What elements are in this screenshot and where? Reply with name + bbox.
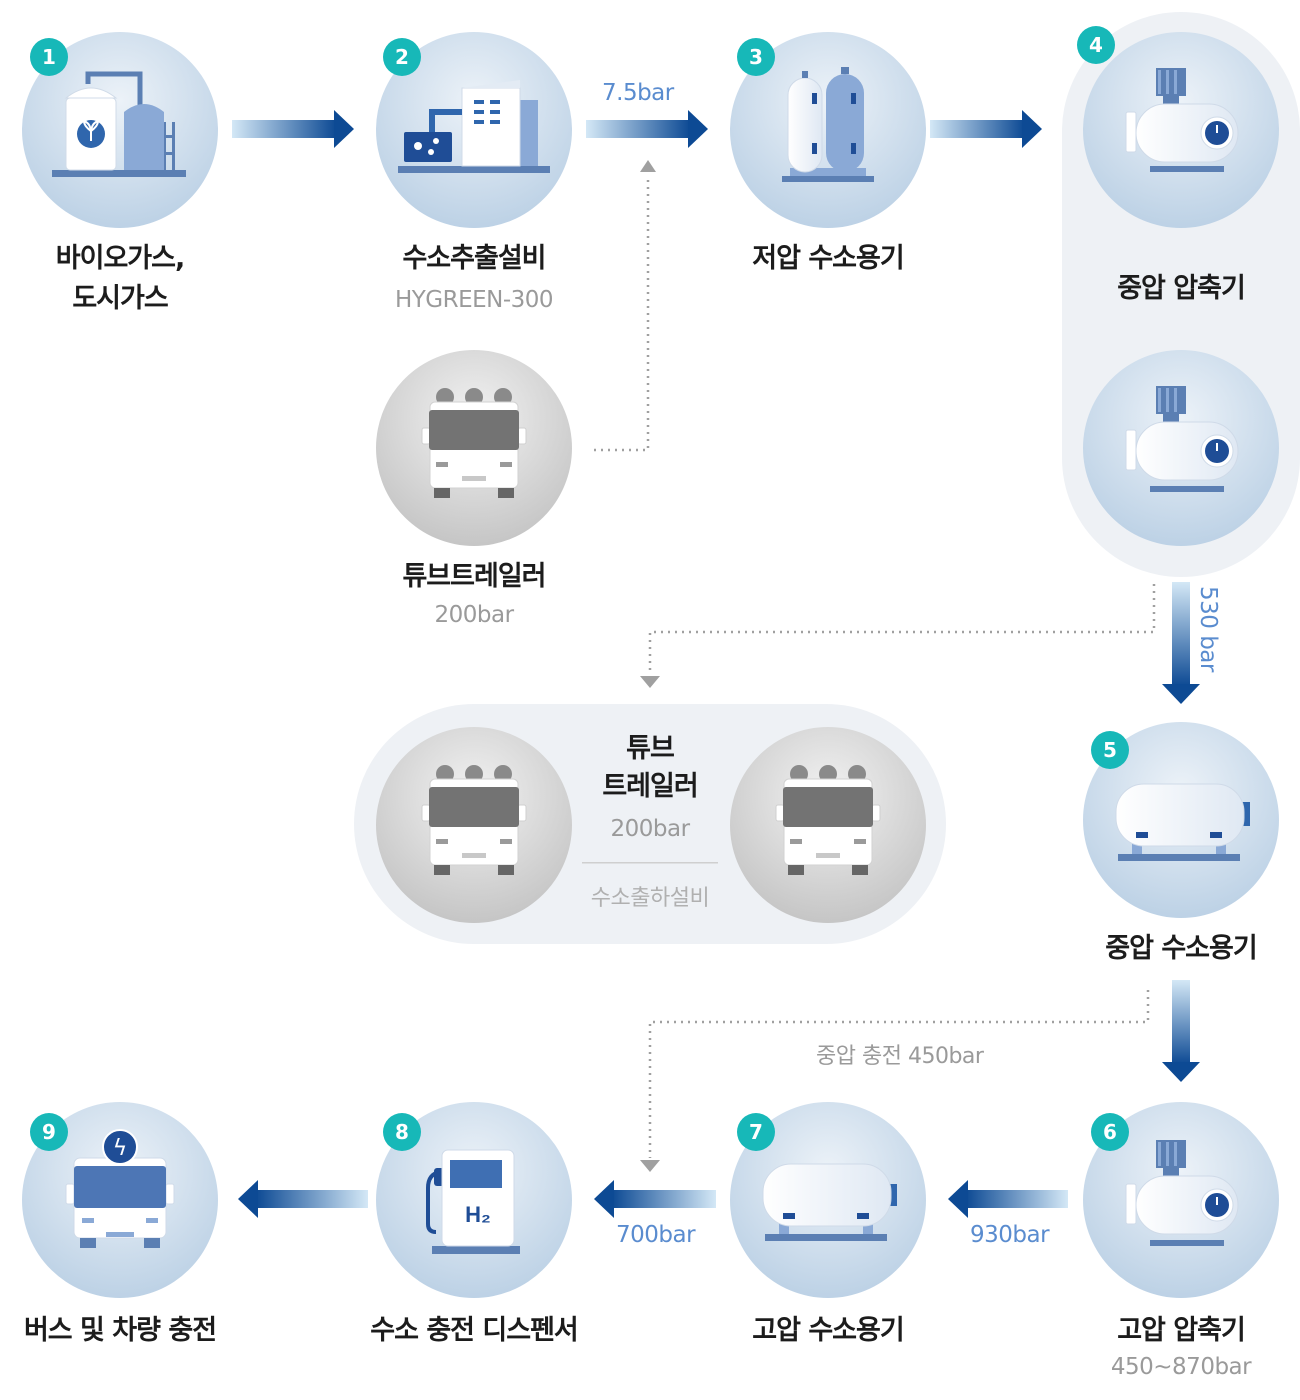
step-2-node	[376, 32, 572, 228]
shipping-trailer-right	[730, 727, 926, 923]
pressure-930-label: 930bar	[970, 1222, 1050, 1248]
step-badge-1: 1	[30, 38, 68, 76]
dotted-trailer-to-3	[594, 176, 650, 452]
shipping-caption: 수소출하설비	[590, 886, 710, 911]
compressor-icon	[1125, 386, 1239, 492]
step-badge-5: 5	[1091, 731, 1129, 769]
shipping-divider	[582, 862, 718, 864]
bolt-glyph: ϟ	[113, 1136, 128, 1161]
step-9-node	[22, 1102, 218, 1298]
low-pressure-tanks-icon	[782, 67, 874, 182]
shipping-title-line1: 튜브	[626, 733, 675, 764]
dotted-arrowhead-up	[640, 160, 656, 172]
compressor-icon	[1125, 1140, 1239, 1246]
step-6-pressure: 450~870bar	[1110, 1354, 1252, 1380]
truck-icon	[775, 765, 881, 875]
step-2-label: 수소추출설비	[402, 243, 546, 274]
compressor-icon	[1125, 68, 1239, 172]
step-4-node-bottom	[1083, 350, 1279, 546]
tube-trailer-label: 튜브트레일러	[402, 561, 546, 592]
step-7-label: 고압 수소용기	[752, 1315, 904, 1346]
step-6-label: 고압 압축기	[1117, 1315, 1246, 1346]
dispenser-icon	[426, 1149, 520, 1254]
step-badge-7: 7	[737, 1113, 775, 1151]
gas-plant-icon	[52, 71, 186, 177]
step-3-label: 저압 수소용기	[752, 243, 904, 274]
step-6-node	[1083, 1102, 1279, 1298]
arrow-7-to-8	[594, 1180, 716, 1218]
step-1-label-line1: 바이오가스,	[55, 243, 185, 274]
step-8-node	[376, 1102, 572, 1298]
step-1-label-line2: 도시가스	[72, 283, 168, 314]
arrow-1-to-2	[232, 110, 354, 148]
step-badge-8: 8	[383, 1113, 421, 1151]
step-8-label: 수소 충전 디스펜서	[370, 1315, 579, 1346]
shipping-pressure: 200bar	[610, 816, 690, 842]
step-5-node	[1083, 722, 1279, 918]
charge-mid-label: 중압 충전 450bar	[816, 1044, 984, 1069]
step-7-node	[730, 1102, 926, 1298]
tube-trailer-pressure: 200bar	[434, 602, 514, 628]
step-4-node-top	[1083, 32, 1279, 228]
electric-bolt-icon	[102, 1129, 138, 1165]
pressure-low-label: 7.5bar	[602, 80, 674, 106]
step-badge-2: 2	[383, 38, 421, 76]
step-9-label: 버스 및 차량 충전	[23, 1315, 217, 1346]
step-badge-9: 9	[30, 1113, 68, 1151]
step-5-label: 중압 수소용기	[1105, 933, 1257, 964]
extraction-facility-icon	[398, 80, 550, 173]
pressure-700-label: 700bar	[616, 1222, 696, 1248]
dotted-5-to-7	[648, 990, 1150, 1158]
dotted-arrowhead-down	[640, 1160, 660, 1172]
pressure-mid-label: 530 bar	[1195, 586, 1221, 673]
step-4-label: 중압 압축기	[1117, 273, 1246, 304]
step-badge-3: 3	[737, 38, 775, 76]
arrow-8-to-9	[238, 1180, 368, 1218]
dotted-4-to-shipping	[648, 584, 1156, 670]
h2-text: H₂	[465, 1202, 491, 1227]
step-badge-4: 4	[1077, 26, 1115, 64]
step-3-node	[730, 32, 926, 228]
tube-trailer-node	[376, 350, 572, 546]
arrow-2-to-3	[586, 110, 708, 148]
truck-icon	[421, 388, 527, 498]
step-1-node	[22, 32, 218, 228]
dotted-arrowhead-down	[640, 676, 660, 688]
arrow-6-to-7	[948, 1180, 1068, 1218]
shipping-title-line2: 트레일러	[602, 771, 698, 802]
bus-icon	[65, 1129, 175, 1248]
step-2-model: HYGREEN-300	[394, 287, 554, 313]
step-badge-6: 6	[1091, 1113, 1129, 1151]
arrow-3-to-4	[930, 110, 1042, 148]
horizontal-tank-icon	[1115, 783, 1250, 861]
arrow-5-to-6	[1162, 980, 1200, 1082]
shipping-trailer-left	[376, 727, 572, 923]
arrow-4-to-5	[1162, 582, 1200, 704]
truck-icon	[421, 765, 527, 875]
horizontal-tank-icon	[762, 1163, 897, 1241]
